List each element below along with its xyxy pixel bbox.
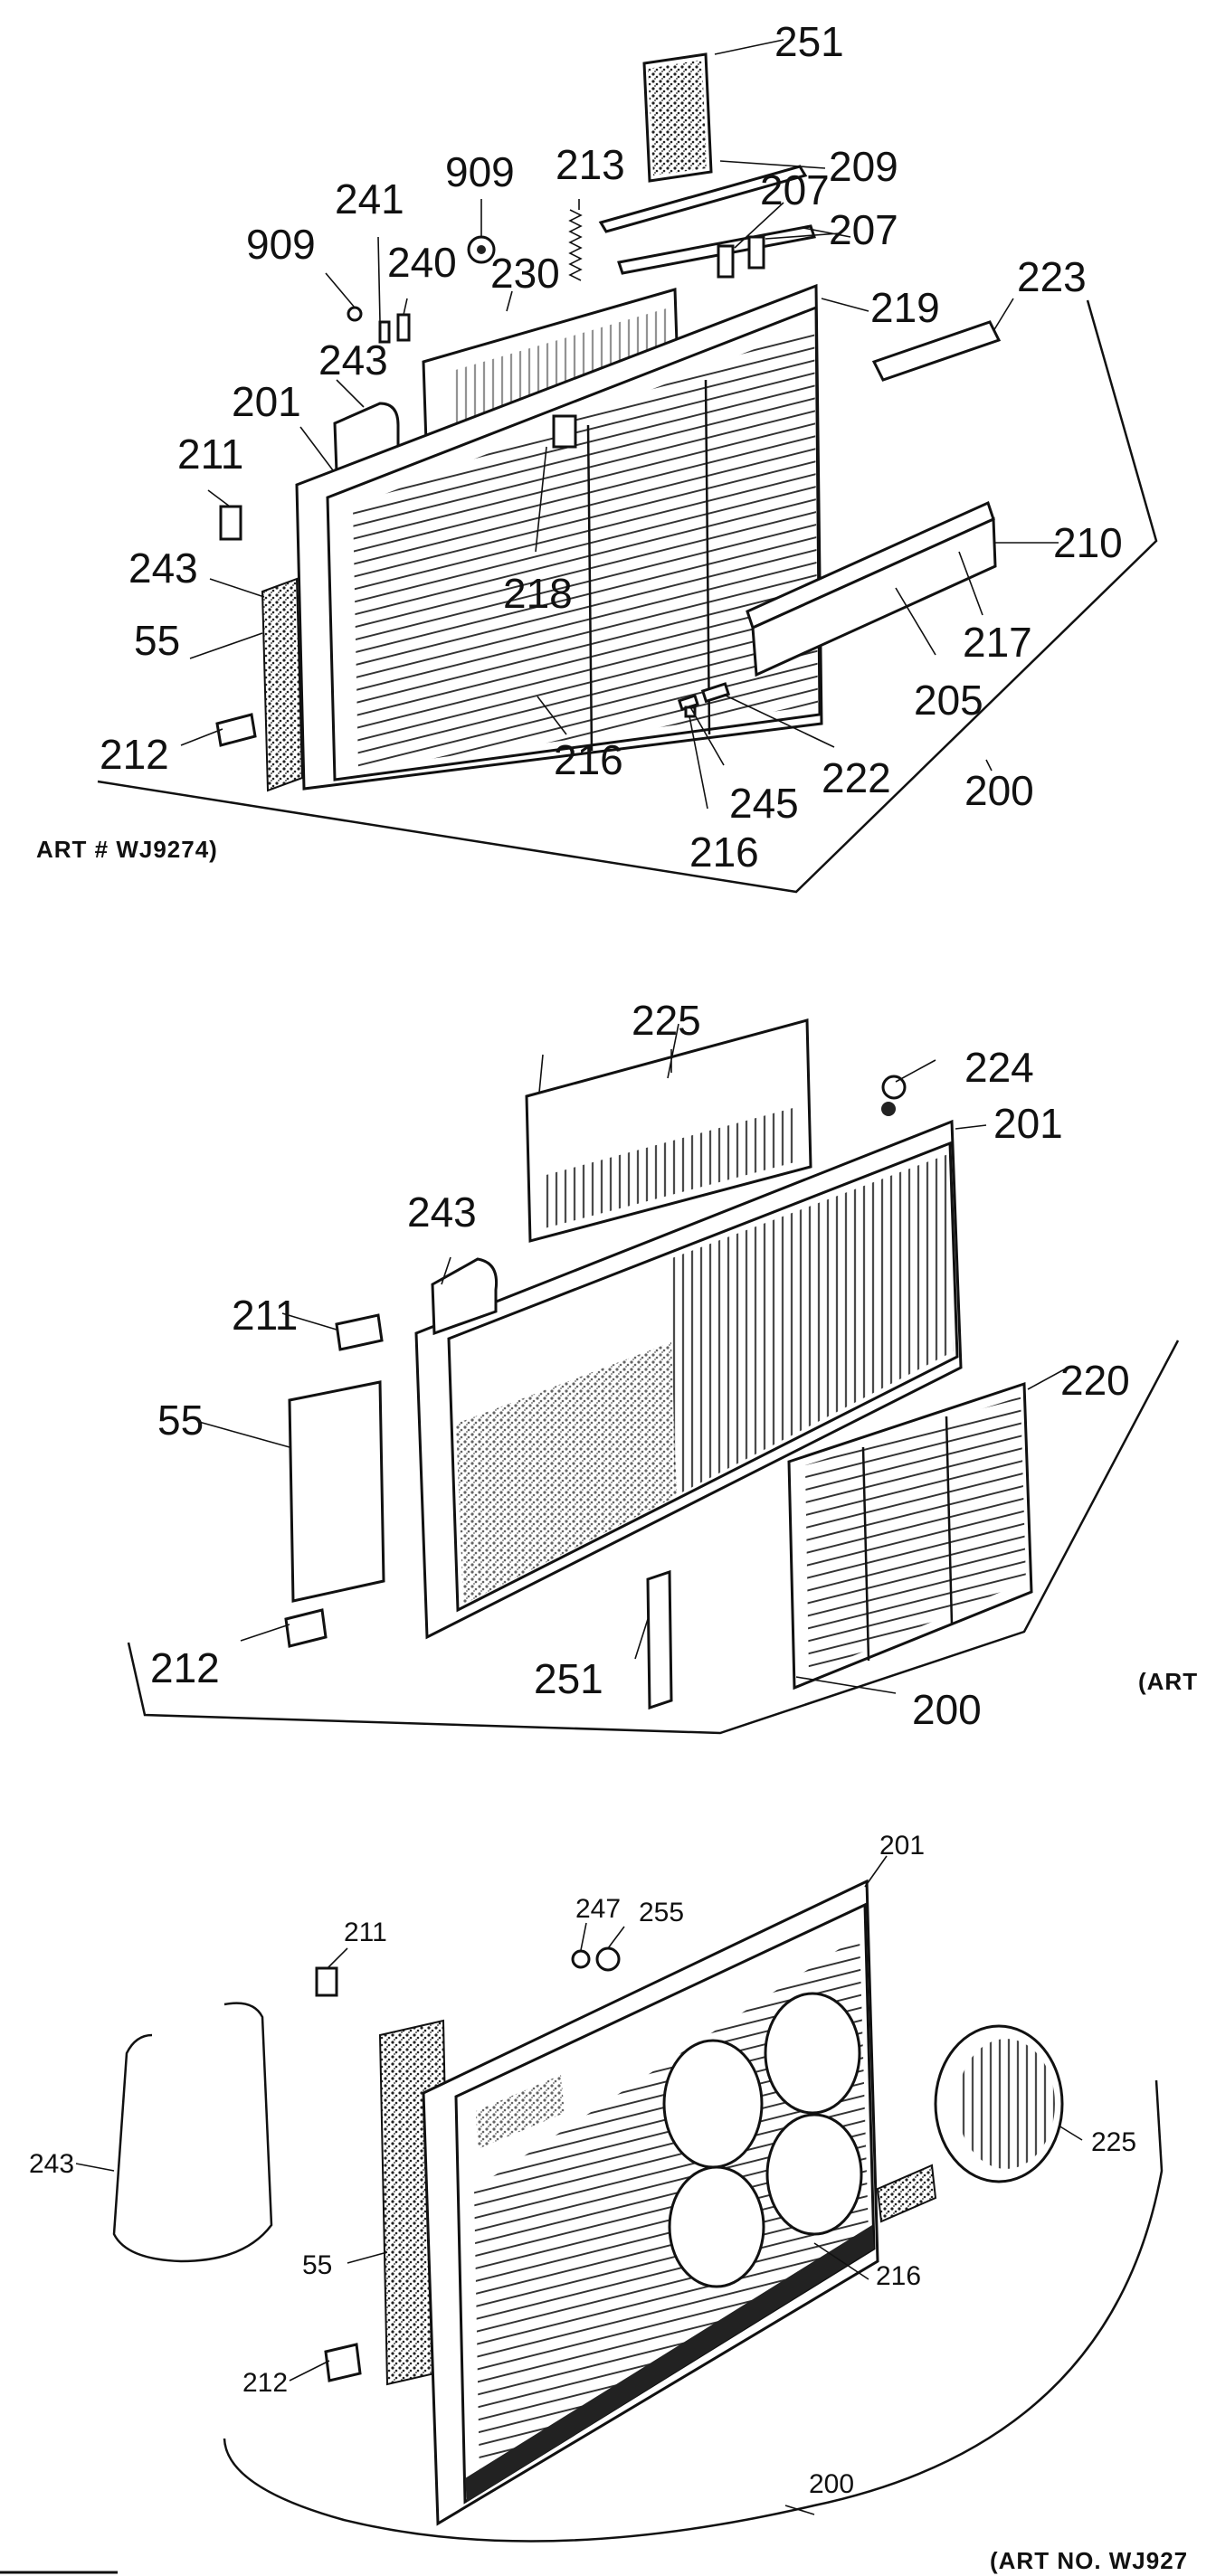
callout-201: 201 — [993, 1100, 1063, 1147]
part-211-clip — [219, 505, 242, 541]
part-247-washer — [571, 1949, 591, 1969]
art-number-2: (ART — [1138, 1668, 1198, 1695]
callout-55: 55 — [134, 617, 180, 664]
part-223-tray — [871, 320, 1002, 382]
callout-219: 219 — [870, 284, 940, 331]
fan-port-4 — [765, 2113, 863, 2236]
part-212-clip — [324, 2343, 362, 2382]
part-255-knob — [595, 1946, 621, 1972]
callout-55: 55 — [302, 2250, 332, 2280]
part-909-washer — [347, 306, 363, 322]
callout-200: 200 — [809, 2469, 854, 2499]
callout-241: 241 — [335, 175, 404, 223]
part-207-clip-2 — [747, 235, 765, 270]
callout-243: 243 — [318, 336, 388, 384]
callout-211: 211 — [344, 1918, 387, 1947]
callout-209: 209 — [829, 143, 898, 190]
part-243-bracket — [431, 1257, 499, 1336]
fan-port-3 — [668, 2165, 765, 2288]
part-213-spring — [568, 209, 583, 281]
art-number-3: (ART NO. WJ927 — [990, 2547, 1188, 2574]
callout-211: 211 — [232, 1292, 298, 1339]
part-224-pivot — [881, 1075, 907, 1100]
part-55-foam-seal — [261, 577, 304, 792]
part-55-foam-panel — [288, 1380, 385, 1603]
callout-230: 230 — [490, 250, 560, 297]
part-241-spring — [378, 320, 391, 344]
callout-207b: 207 — [829, 206, 898, 253]
callout-243b: 243 — [128, 545, 198, 592]
callout-201: 201 — [232, 378, 301, 425]
callout-212: 212 — [242, 2368, 288, 2398]
part-211-clip — [335, 1313, 384, 1351]
group-bracket-200 — [223, 2079, 1164, 2543]
callout-200: 200 — [964, 767, 1034, 814]
callout-201: 201 — [879, 1831, 925, 1861]
callout-217: 217 — [963, 619, 1032, 666]
art-number-1: ART # WJ9274) — [36, 836, 218, 863]
callout-222: 222 — [822, 754, 891, 801]
fan-port-2 — [764, 1992, 861, 2115]
callout-218: 218 — [503, 570, 573, 617]
part-251-strip — [646, 1569, 673, 1710]
callout-247: 247 — [575, 1894, 621, 1924]
callout-labels: 251 209 207 207 909 213 241 909 240 230 … — [29, 18, 1198, 2574]
callout-223: 223 — [1017, 253, 1087, 300]
callout-220: 220 — [1060, 1357, 1130, 1404]
part-211-clip — [315, 1966, 338, 1997]
part-207-clip — [717, 244, 735, 279]
part-216-grille — [353, 326, 818, 769]
callout-251: 251 — [774, 18, 844, 65]
callout-909: 909 — [445, 148, 515, 195]
part-212-clip — [215, 713, 257, 747]
callout-55: 55 — [157, 1397, 204, 1444]
callout-211: 211 — [177, 431, 243, 478]
part-212-clip — [284, 1608, 328, 1648]
callout-245: 245 — [729, 780, 799, 827]
group-bracket-200 — [127, 1340, 1180, 1735]
callout-225: 225 — [1091, 2127, 1136, 2157]
callout-240: 240 — [387, 239, 457, 286]
callout-224: 224 — [964, 1044, 1034, 1091]
part-209-bar — [598, 165, 808, 233]
callout-207: 207 — [760, 166, 830, 213]
callout-205: 205 — [914, 677, 983, 724]
diagram-1 — [97, 39, 1158, 894]
part-240-clip — [396, 313, 411, 342]
callout-212: 212 — [100, 731, 169, 778]
part-222-spring — [700, 682, 731, 704]
callout-216: 216 — [876, 2261, 921, 2291]
part-205-panel — [751, 516, 997, 677]
callout-251: 251 — [534, 1655, 603, 1702]
callout-212: 212 — [150, 1644, 220, 1691]
callout-909b: 909 — [246, 221, 316, 268]
diagram-2 — [127, 1018, 1180, 1735]
callout-210: 210 — [1053, 519, 1123, 566]
callout-216: 216 — [554, 736, 623, 783]
callout-200: 200 — [912, 1686, 982, 1733]
part-218-knob-opening — [552, 414, 577, 449]
callout-255: 255 — [639, 1898, 684, 1927]
callout-243: 243 — [29, 2149, 74, 2179]
diagram-3 — [75, 1855, 1164, 2543]
part-251-foam — [648, 60, 707, 175]
part-207-bar — [617, 224, 816, 275]
fan-ports — [662, 1992, 863, 2288]
callout-243: 243 — [407, 1189, 477, 1236]
part-foam-strip — [876, 2164, 937, 2223]
group-bracket-200 — [97, 299, 1158, 894]
part-243-gasket — [112, 2002, 273, 2263]
callout-225: 225 — [632, 997, 701, 1044]
callout-213: 213 — [556, 141, 625, 188]
callout-216b: 216 — [689, 829, 759, 876]
fan-port-1 — [662, 2039, 764, 2169]
